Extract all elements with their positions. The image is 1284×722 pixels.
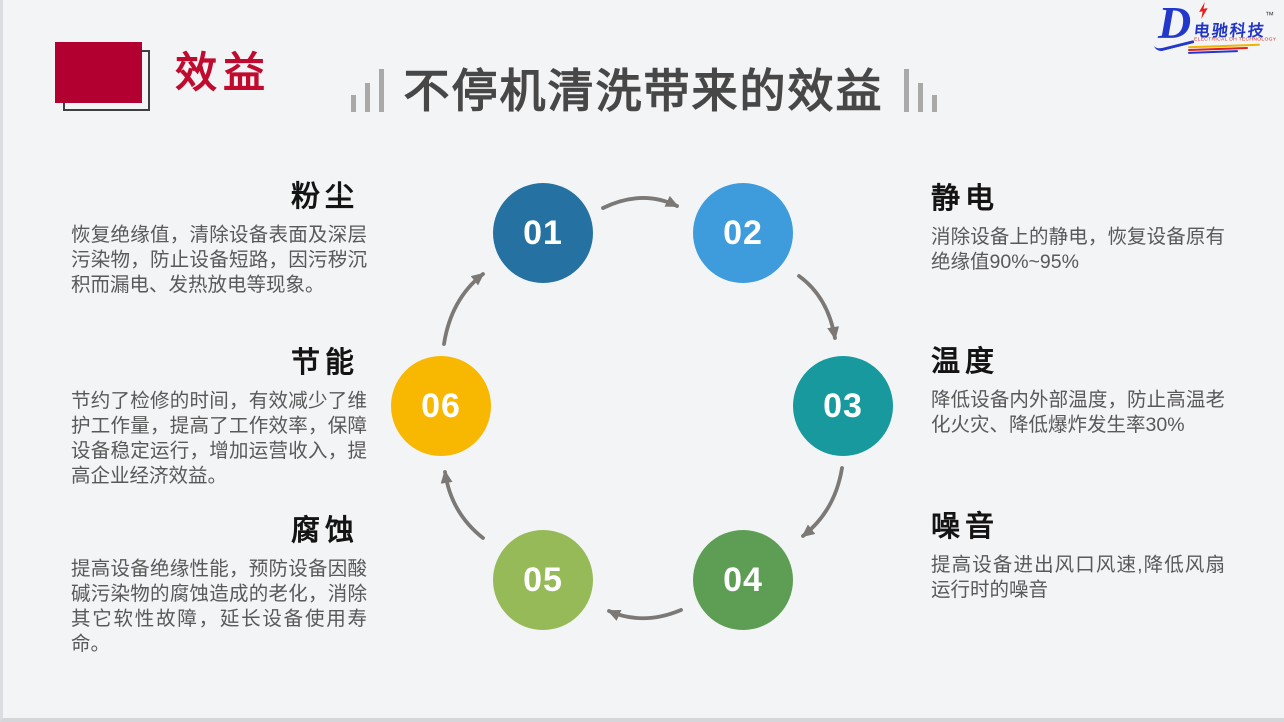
cycle-step-06-number: 06	[421, 386, 461, 425]
cycle-step-01: 01	[493, 183, 593, 283]
benefit-noise-title: 噪音	[931, 511, 1000, 543]
cycle-step-03: 03	[793, 356, 893, 456]
trademark-symbol: ™	[1265, 10, 1274, 20]
benefit-noise-body: 提高设备进出风口风速,降低风扇运行时的噪音	[931, 553, 1225, 601]
benefit-corrosion-title: 腐蚀	[290, 515, 359, 547]
cycle-step-05-number: 05	[523, 560, 563, 599]
benefit-energy-saving: 节能 节约了检修的时间，有效减少了维护工作量，提高了工作效率，保障设备稳定运行，…	[71, 346, 367, 489]
logo-d-icon: D	[1158, 0, 1192, 48]
benefit-energy-body: 节约了检修的时间，有效减少了维护工作量，提高了工作效率，保障设备稳定运行，增加运…	[71, 389, 367, 487]
title-row: 不停机清洗带来的效益	[3, 66, 1284, 117]
cycle-step-04-number: 04	[723, 560, 763, 599]
cycle-step-02: 02	[693, 183, 793, 283]
cycle-step-05: 05	[493, 530, 593, 630]
company-logo: D 电驰科技 ™ ELECTRICAL DH TECHNOLOGY	[1153, 0, 1277, 54]
benefit-dust: 粉尘 恢复绝缘值，清除设备表面及深层污染物，防止设备短路，因污秽沉积而漏电、发热…	[71, 180, 367, 298]
cycle-step-01-number: 01	[523, 213, 563, 252]
cycle-step-04: 04	[693, 530, 793, 630]
benefit-temperature: 温度 降低设备内外部温度，防止高温老化火灾、降低爆炸发生率30%	[931, 345, 1225, 438]
bars-left-icon	[350, 68, 384, 112]
arrow-01-02	[601, 195, 679, 210]
benefit-noise: 噪音 提高设备进出风口风速,降低风扇运行时的噪音	[931, 510, 1225, 603]
cycle-step-03-number: 03	[823, 386, 863, 425]
decor-red-rectangle	[55, 42, 142, 103]
arrow-03-04	[801, 466, 844, 538]
arrow-06-01	[442, 272, 485, 346]
benefit-static-title: 静电	[931, 183, 1000, 215]
cycle-step-02-number: 02	[723, 213, 763, 252]
benefit-temp-title: 温度	[931, 346, 1000, 378]
arrow-02-03	[797, 274, 840, 340]
benefit-dust-body: 恢复绝缘值，清除设备表面及深层污染物，防止设备短路，因污秽沉积而漏电、发热放电等…	[71, 223, 367, 296]
logo-english-subtext: ELECTRICAL DH TECHNOLOGY	[1194, 36, 1277, 42]
lightning-bolt-icon	[1199, 2, 1208, 19]
logo-stripes-icon	[1187, 43, 1261, 54]
arrow-05-06	[440, 470, 485, 540]
arrow-04-05	[607, 608, 683, 621]
slide-title: 不停机清洗带来的效益	[403, 65, 884, 117]
benefit-energy-title: 节能	[290, 347, 359, 379]
benefit-static-electricity: 静电 消除设备上的静电，恢复设备原有绝缘值90%~95%	[931, 182, 1225, 275]
bars-right-icon	[903, 68, 937, 112]
benefit-static-body: 消除设备上的静电，恢复设备原有绝缘值90%~95%	[931, 225, 1225, 273]
cycle-step-06: 06	[391, 356, 491, 456]
benefit-dust-title: 粉尘	[290, 181, 359, 213]
benefit-corrosion-body: 提高设备绝缘性能，预防设备因酸碱污染物的腐蚀造成的老化，消除其它软性故障，延长设…	[71, 557, 367, 655]
section-label: 效益	[175, 49, 272, 96]
benefit-temp-body: 降低设备内外部温度，防止高温老化火灾、降低爆炸发生率30%	[931, 388, 1225, 436]
benefit-corrosion: 腐蚀 提高设备绝缘性能，预防设备因酸碱污染物的腐蚀造成的老化，消除其它软性故障，…	[71, 514, 367, 657]
